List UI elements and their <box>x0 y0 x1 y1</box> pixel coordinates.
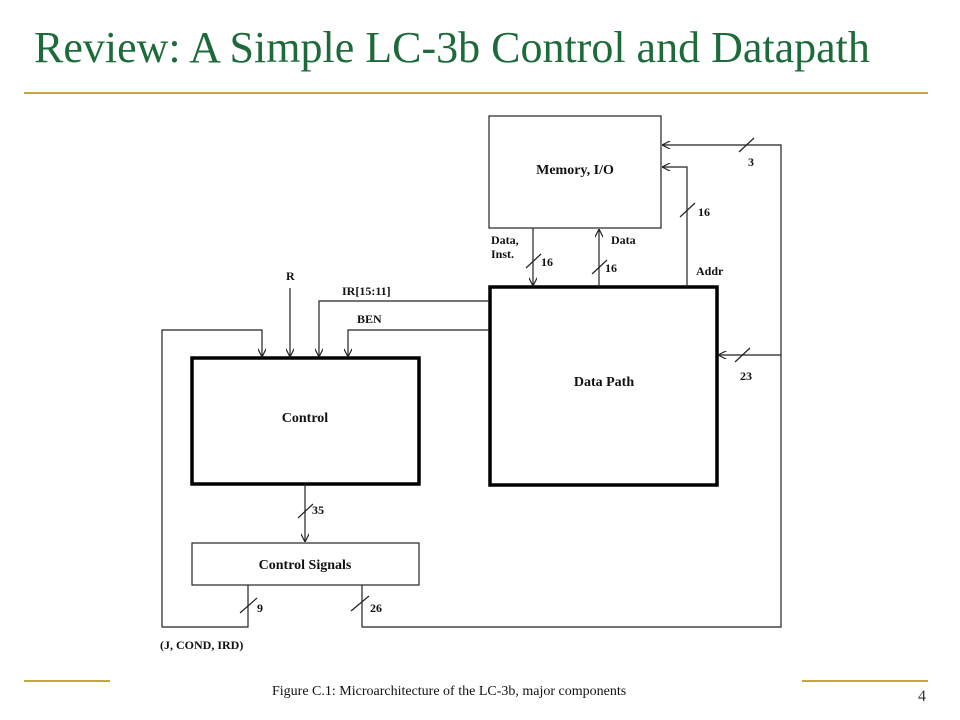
width-feedback: 9 <box>257 601 263 615</box>
width-control-out: 35 <box>312 503 324 517</box>
addr-label: Addr <box>696 264 724 278</box>
footer-rule-right <box>802 680 928 682</box>
width-dp-ctrl: 23 <box>740 369 752 383</box>
page-number: 4 <box>918 688 926 705</box>
addr-bus: 16 <box>662 167 710 287</box>
right-control-bus: 26 3 23 <box>350 137 782 628</box>
width-addr: 16 <box>698 205 710 219</box>
width-dp-to-mem: 16 <box>605 261 617 275</box>
ir-label: IR[15:11] <box>342 284 391 298</box>
title-rule <box>24 92 928 94</box>
datapath-label: Data Path <box>574 375 634 390</box>
mem-to-datapath-bus: 16 <box>525 228 553 286</box>
data-inst-label-line2: Inst. <box>491 247 514 261</box>
control-block: Control <box>190 356 421 486</box>
control-signals-block: Control Signals <box>191 542 420 586</box>
width-to-dp: 26 <box>370 601 382 615</box>
memory-io-label: Memory, I/O <box>536 163 614 178</box>
feedback-bus: 9 (J, COND, IRD) <box>160 329 263 652</box>
j-cond-ird-label: (J, COND, IRD) <box>160 638 243 652</box>
memory-io-block: Memory, I/O <box>488 115 662 229</box>
data-label: Data <box>611 233 636 247</box>
control-signals-label: Control Signals <box>259 558 352 573</box>
figure-caption: Figure C.1: Microarchitecture of the LC-… <box>272 684 627 699</box>
footer-rule-left <box>24 680 110 682</box>
width-mem-ctrl: 3 <box>748 155 754 169</box>
ir-signal: IR[15:11] <box>319 284 489 357</box>
r-signal: R <box>286 269 295 357</box>
ben-signal: BEN <box>348 312 489 357</box>
slide-title: Review: A Simple LC-3b Control and Datap… <box>34 23 870 72</box>
ben-label: BEN <box>357 312 382 326</box>
control-label: Control <box>282 411 329 426</box>
datapath-block: Data Path <box>488 285 719 487</box>
data-inst-label-line1: Data, <box>491 233 519 247</box>
width-mem-to-dp: 16 <box>541 255 553 269</box>
control-out-bus: 35 <box>297 484 324 542</box>
datapath-to-mem-bus: 16 <box>591 229 617 287</box>
r-label: R <box>286 269 295 283</box>
